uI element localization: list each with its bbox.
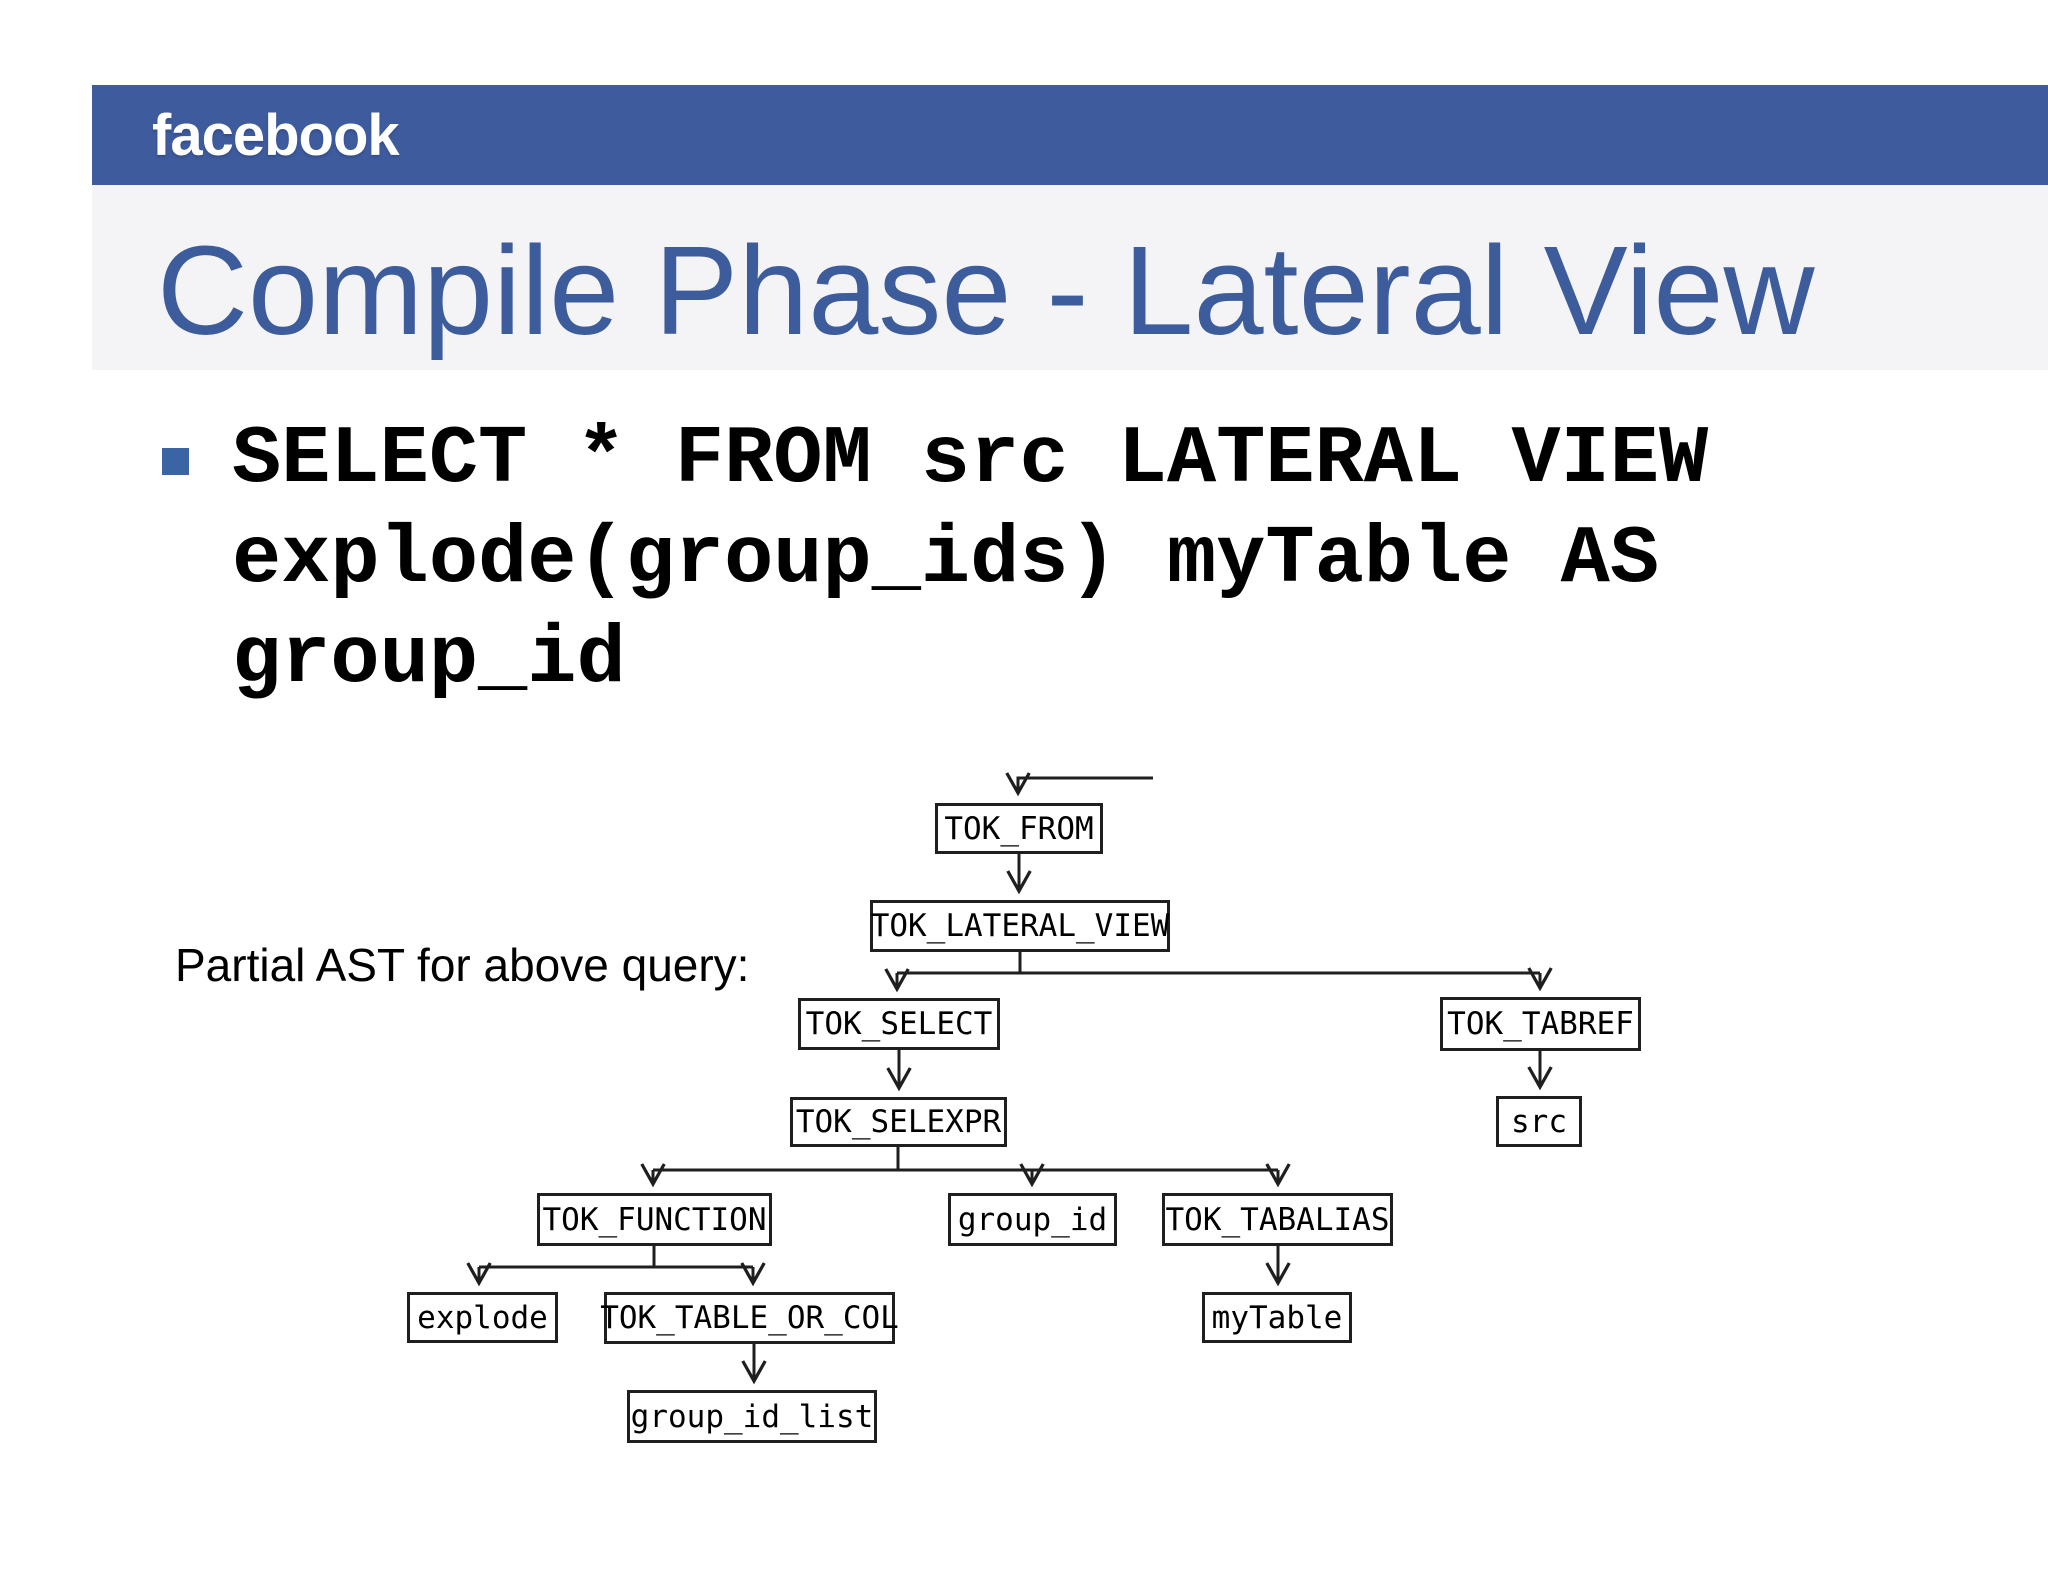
sql-line-2: explode(group_ids) myTable AS: [232, 513, 1660, 606]
ast-node-tok-from: TOK_FROM: [935, 803, 1103, 854]
ast-node-tok-function: TOK_FUNCTION: [537, 1193, 772, 1246]
ast-node-tok-tabalias: TOK_TABALIAS: [1162, 1193, 1393, 1246]
ast-node-explode: explode: [407, 1292, 558, 1343]
page-title: Compile Phase - Lateral View: [157, 220, 1815, 361]
ast-node-tok-table-or-col: TOK_TABLE_OR_COL: [600, 1292, 899, 1344]
edge-parent-tokfrom: [1005, 772, 1153, 797]
title-band: Compile Phase - Lateral View: [92, 185, 2048, 370]
ast-node-group-id: group_id: [948, 1193, 1117, 1246]
ast-node-mytable: myTable: [1202, 1292, 1352, 1343]
ast-node-src: src: [1496, 1096, 1582, 1147]
ast-node-group-id-list: group_id_list: [627, 1390, 877, 1443]
bullet-icon: [162, 448, 189, 475]
ast-node-tok-selexpr: TOK_SELEXPR: [790, 1097, 1007, 1147]
header-bar: facebook: [92, 85, 2048, 185]
sql-line-1: SELECT * FROM src LATERAL VIEW: [232, 413, 1709, 506]
ast-node-tok-select: TOK_SELECT: [798, 998, 1000, 1050]
ast-node-tok-lateral-view: TOK_LATERAL_VIEW: [870, 900, 1170, 952]
ast-caption: Partial AST for above query:: [175, 939, 750, 991]
facebook-logo: facebook: [152, 102, 400, 168]
sql-line-3: group_id: [232, 613, 626, 706]
ast-node-tok-tabref: TOK_TABREF: [1440, 997, 1641, 1051]
